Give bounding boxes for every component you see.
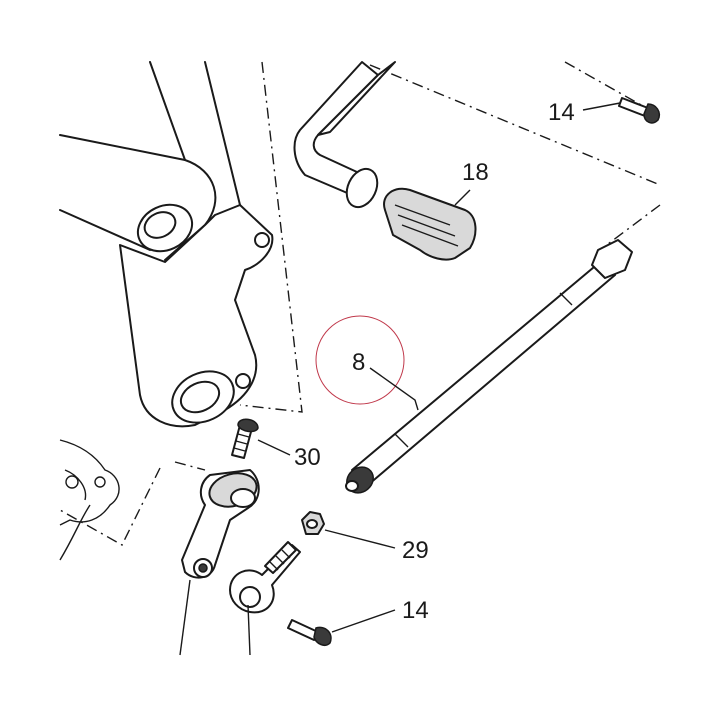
shift-rod-part-8	[345, 239, 633, 494]
callout-14-top: 14	[548, 99, 575, 126]
leader-lines	[179, 102, 621, 656]
gear-lever	[293, 61, 396, 209]
shift-arm	[181, 469, 260, 579]
callout-labels: 14 18 8 30 29 14	[294, 99, 575, 624]
rod-end-joint	[229, 541, 301, 614]
engine-case	[59, 439, 120, 561]
lever-peg-end	[345, 167, 379, 209]
bolt-part-14-bottom	[287, 619, 332, 646]
rubber-grip-part-18	[383, 187, 477, 261]
mount-hole-icon	[235, 373, 251, 389]
nut-part-29	[301, 511, 325, 535]
callout-18: 18	[462, 159, 489, 186]
callout-8: 8	[352, 349, 365, 376]
callout-29: 29	[402, 537, 429, 564]
callout-30: 30	[294, 444, 321, 471]
frame-bracket	[59, 61, 274, 428]
bolt-part-30	[231, 418, 259, 459]
callout-14-bottom: 14	[402, 597, 429, 624]
bolt-part-14-top	[618, 97, 660, 124]
mount-hole-icon	[254, 232, 270, 248]
highlight-circle	[315, 315, 405, 405]
rod-hex-end	[591, 239, 633, 279]
construction-lines	[59, 61, 661, 546]
